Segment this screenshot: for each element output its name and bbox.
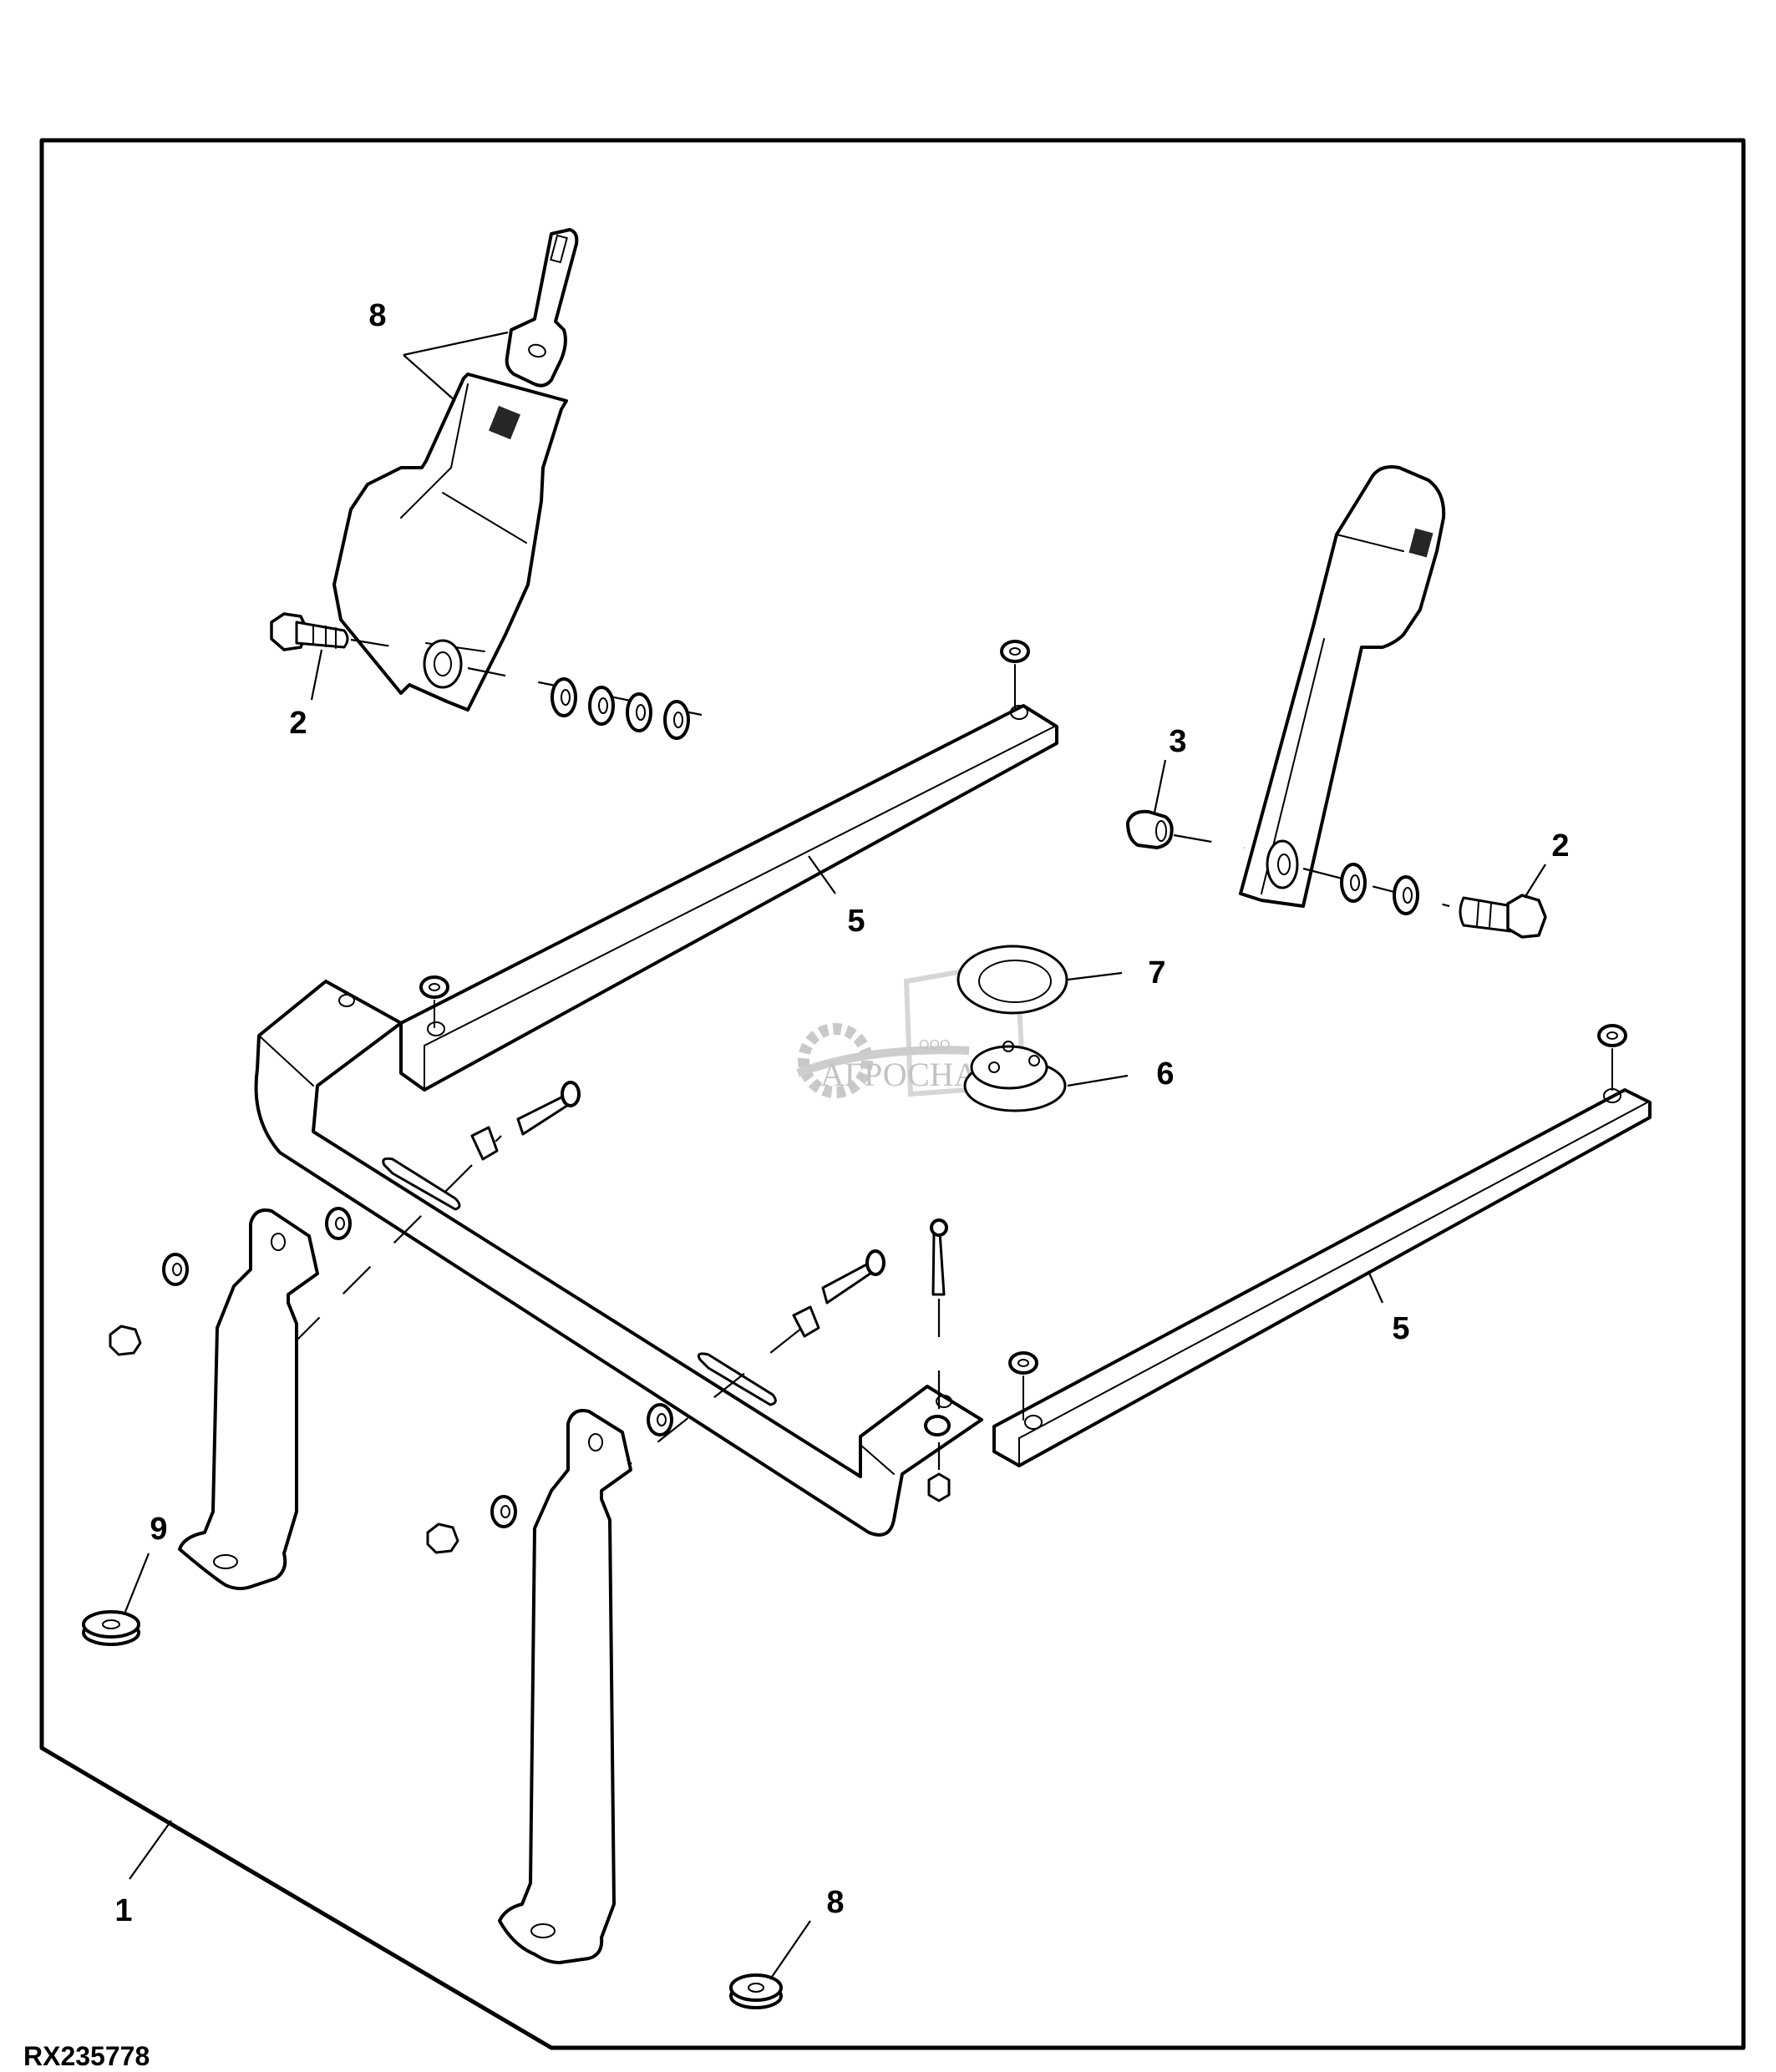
callout-6: 6 bbox=[1156, 1056, 1174, 1092]
callout-8: 8 bbox=[826, 1885, 844, 1920]
figure-id: RX235778 bbox=[23, 2041, 150, 2071]
washers-right bbox=[1340, 863, 1419, 915]
part-2-bolt-right bbox=[1459, 894, 1547, 939]
callout-4: 8 bbox=[368, 298, 386, 333]
part-4-buckle bbox=[332, 228, 579, 712]
part-1-leg-right bbox=[426, 1403, 673, 1964]
washers-left bbox=[551, 677, 690, 740]
part-5-rail-upper bbox=[399, 640, 1058, 1092]
part-4-belt-right bbox=[1239, 465, 1446, 908]
callout-5-upper: 5 bbox=[847, 904, 865, 939]
callout-5-lower: 5 bbox=[1392, 1311, 1409, 1346]
watermark-prefix: ООО bbox=[919, 1038, 950, 1052]
callout-3: 3 bbox=[1169, 724, 1186, 759]
part-6-cup bbox=[963, 1041, 1067, 1112]
part-8-spacer bbox=[729, 1973, 783, 2009]
part-2-bolt-left bbox=[270, 612, 349, 651]
leader-lines bbox=[124, 331, 1546, 1980]
callout-2-left: 2 bbox=[289, 706, 307, 741]
callout-9: 9 bbox=[150, 1512, 167, 1547]
callout-1: 1 bbox=[114, 1893, 132, 1928]
part-1-leg-left bbox=[109, 1207, 352, 1591]
pins-bushings bbox=[292, 1081, 951, 1502]
frame-border bbox=[39, 138, 1746, 2050]
callout-2-right: 2 bbox=[1551, 828, 1569, 864]
part-7-ring bbox=[957, 945, 1068, 1015]
part-5-rail-lower bbox=[992, 1024, 1652, 1467]
callout-labels: 8 2 3 2 5 7 6 5 9 1 8 bbox=[114, 298, 1569, 1928]
part-3-nut bbox=[1126, 809, 1174, 849]
callout-7: 7 bbox=[1148, 955, 1165, 990]
part-9-spacer bbox=[82, 1610, 140, 1646]
